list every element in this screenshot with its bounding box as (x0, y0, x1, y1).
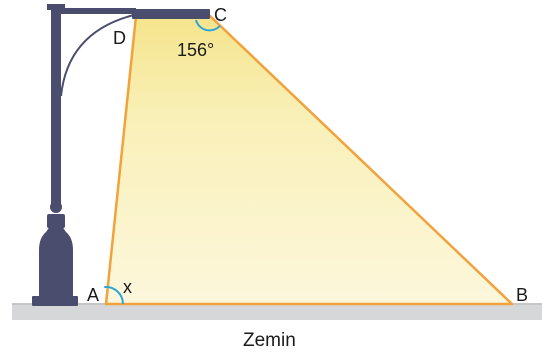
lamp-post-arm (56, 8, 136, 14)
lamp-post-collar (47, 214, 65, 228)
lamp-post-pole (51, 8, 61, 208)
lamp-post-pedestal (39, 226, 73, 296)
angle-x-arc (104, 286, 124, 305)
lamp-head (132, 9, 210, 19)
lamp-post-base (32, 296, 78, 306)
lamp-post-top-cap (47, 4, 65, 10)
point-label-c: C (214, 5, 227, 25)
point-label-a: A (87, 285, 99, 305)
lamp-post (32, 4, 210, 306)
angle-156-arc (195, 19, 221, 32)
angle-x-label: x (123, 277, 132, 297)
angle-156-label: 156° (177, 40, 214, 60)
point-label-b: B (516, 285, 528, 305)
point-label-d: D (113, 28, 126, 48)
ground-label: Zemin (243, 330, 296, 351)
ground-strip (12, 304, 542, 320)
lamp-post-curved-brace (60, 13, 139, 97)
light-beam-trapezoid (104, 14, 514, 306)
